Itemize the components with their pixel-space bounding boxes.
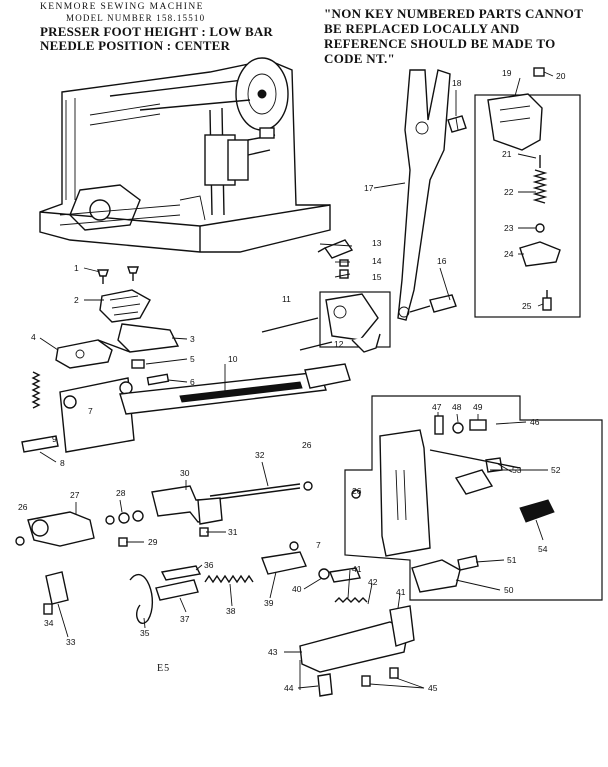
callout-14: 14 xyxy=(372,256,382,266)
callout-1: 1 xyxy=(74,263,79,273)
parts-26-33 xyxy=(15,481,313,615)
callout-53: 53 xyxy=(512,465,522,475)
callout-30: 30 xyxy=(180,468,190,478)
callout-46: 46 xyxy=(530,417,540,427)
callout-10: 10 xyxy=(228,354,238,364)
parts-47-54 xyxy=(351,415,555,593)
box-46 xyxy=(344,395,603,601)
callout-13: 13 xyxy=(372,238,382,248)
replacement-note: "NON KEY NUMBERED PARTS CANNOT BE REPLAC… xyxy=(324,6,583,66)
part-5 xyxy=(131,359,145,369)
callout-19: 19 xyxy=(502,68,512,78)
callout-42: 42 xyxy=(368,577,378,587)
parts-19-25 xyxy=(487,67,561,311)
callout-39: 39 xyxy=(264,598,274,608)
callout-35: 35 xyxy=(140,628,150,638)
callout-52: 52 xyxy=(551,465,561,475)
callout-5: 5 xyxy=(190,354,195,364)
callout-29: 29 xyxy=(148,537,158,547)
callout-26c: 26 xyxy=(352,486,362,496)
callout-16: 16 xyxy=(437,256,447,266)
callout-6: 6 xyxy=(190,377,195,387)
callout-41b: 41 xyxy=(396,587,406,597)
callout-50: 50 xyxy=(504,585,514,595)
callout-7a: 7 xyxy=(88,406,93,416)
callout-54: 54 xyxy=(538,544,548,554)
header-presser-foot-height: PRESSER FOOT HEIGHT : LOW BAR xyxy=(40,24,273,39)
callout-17: 17 xyxy=(364,183,374,193)
callout-45: 45 xyxy=(428,683,438,693)
callout-12: 12 xyxy=(334,339,344,349)
callout-36: 36 xyxy=(204,560,214,570)
part-16 xyxy=(429,294,457,313)
callout-44: 44 xyxy=(284,683,294,693)
callout-33: 33 xyxy=(66,637,76,647)
callout-labels: 1 2 3 4 5 6 7 7 8 9 10 11 12 13 14 15 16… xyxy=(18,68,566,693)
page-code: E5 xyxy=(157,663,171,674)
callout-21: 21 xyxy=(502,149,512,159)
parts-35-40 xyxy=(129,541,361,624)
callout-41a: 41 xyxy=(352,564,362,574)
shaft-assembly-10 xyxy=(21,363,351,453)
callout-43: 43 xyxy=(268,647,278,657)
header-needle-position: NEEDLE POSITION : CENTER xyxy=(40,38,231,53)
box-11 xyxy=(319,291,391,348)
callout-31: 31 xyxy=(228,527,238,537)
callout-2: 2 xyxy=(74,295,79,305)
header-title: KENMORE SEWING MACHINE xyxy=(40,2,204,12)
callout-24: 24 xyxy=(504,249,514,259)
leader-lines xyxy=(39,71,554,689)
callout-8: 8 xyxy=(60,458,65,468)
part-18 xyxy=(447,115,467,133)
callout-15: 15 xyxy=(372,272,382,282)
callout-11: 11 xyxy=(282,294,291,304)
presser-plate-group xyxy=(55,266,180,369)
callout-38: 38 xyxy=(226,606,236,616)
callout-28: 28 xyxy=(116,488,126,498)
callout-47: 47 xyxy=(432,402,442,412)
spring-4 xyxy=(31,371,41,409)
sewing-machine-head xyxy=(39,57,331,253)
callout-9: 9 xyxy=(52,434,57,444)
callout-7b: 7 xyxy=(316,540,321,550)
parts-41-45 xyxy=(299,597,415,697)
header-model-number: MODEL NUMBER 158.15510 xyxy=(66,13,206,23)
callout-32: 32 xyxy=(255,450,265,460)
callout-26a: 26 xyxy=(302,440,312,450)
callout-23: 23 xyxy=(504,223,514,233)
callout-27: 27 xyxy=(70,490,80,500)
callout-49: 49 xyxy=(473,402,483,412)
callout-51: 51 xyxy=(507,555,517,565)
part-12 xyxy=(261,293,381,353)
parts-13-15 xyxy=(317,239,354,279)
callout-20: 20 xyxy=(556,71,566,81)
callout-48: 48 xyxy=(452,402,462,412)
callout-37: 37 xyxy=(180,614,190,624)
callout-3: 3 xyxy=(190,334,195,344)
callout-22: 22 xyxy=(504,187,514,197)
arm-17 xyxy=(397,69,451,321)
callout-34: 34 xyxy=(44,618,54,628)
part-6 xyxy=(146,373,170,386)
callout-18: 18 xyxy=(452,78,462,88)
callout-40: 40 xyxy=(292,584,302,594)
callout-4: 4 xyxy=(31,332,36,342)
callout-26b: 26 xyxy=(18,502,28,512)
callout-25: 25 xyxy=(522,301,532,311)
